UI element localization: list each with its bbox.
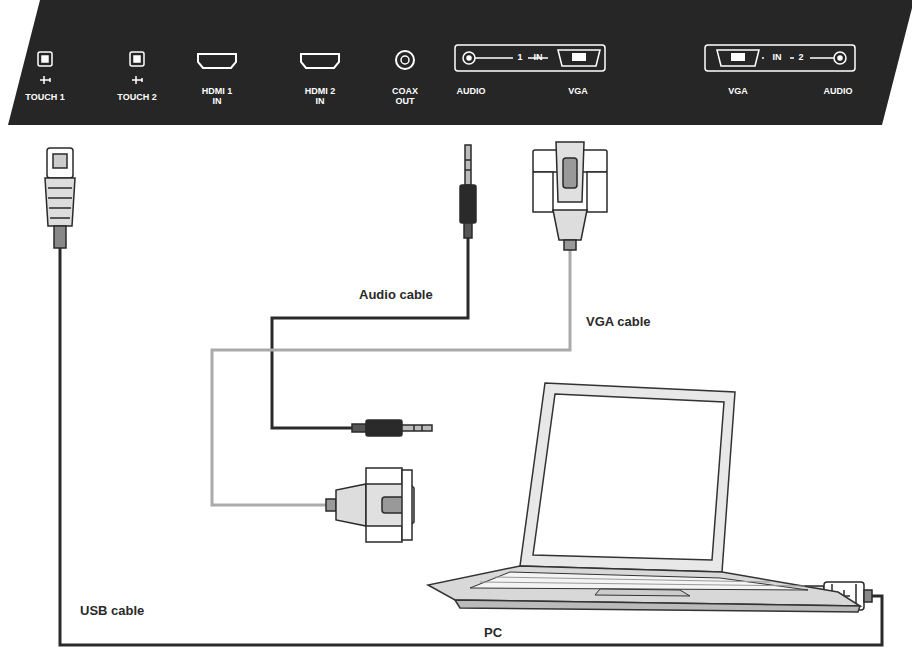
port-label: VGA bbox=[568, 86, 588, 96]
port-label: TOUCH 2 bbox=[117, 92, 156, 102]
usb-cable bbox=[60, 248, 882, 645]
port-label: TOUCH 1 bbox=[25, 92, 64, 102]
audio-plug bbox=[460, 145, 476, 238]
cable-label: USB cable bbox=[78, 604, 146, 619]
port-label: AUDIO bbox=[824, 86, 853, 96]
usb-b-port bbox=[38, 52, 144, 84]
laptop bbox=[428, 383, 860, 612]
vga-plug bbox=[326, 468, 414, 542]
input-label: IN bbox=[534, 52, 543, 62]
input-number: 2 bbox=[798, 52, 803, 62]
vga-cable bbox=[212, 248, 570, 505]
hdmi-port bbox=[198, 54, 339, 68]
input-group-2 bbox=[705, 45, 855, 71]
input-number: 1 bbox=[517, 52, 522, 62]
audio-plug bbox=[352, 420, 432, 436]
port-label: VGA bbox=[728, 86, 748, 96]
input-group-1 bbox=[455, 45, 605, 71]
port-label: COAX OUT bbox=[386, 86, 424, 107]
cable-label: VGA cable bbox=[584, 315, 653, 330]
port-label: AUDIO bbox=[457, 86, 486, 96]
audio-cable bbox=[272, 238, 468, 428]
cable-label: Audio cable bbox=[357, 288, 435, 303]
input-label: IN bbox=[773, 52, 782, 62]
coax-port bbox=[396, 51, 414, 69]
port-label: HDMI 2 IN bbox=[301, 86, 339, 107]
device-label: PC bbox=[482, 626, 504, 641]
rear-panel bbox=[8, 0, 912, 125]
port-label: HDMI 1 IN bbox=[198, 86, 236, 107]
usb-b-plug bbox=[45, 148, 75, 248]
vga-plug bbox=[533, 142, 607, 250]
